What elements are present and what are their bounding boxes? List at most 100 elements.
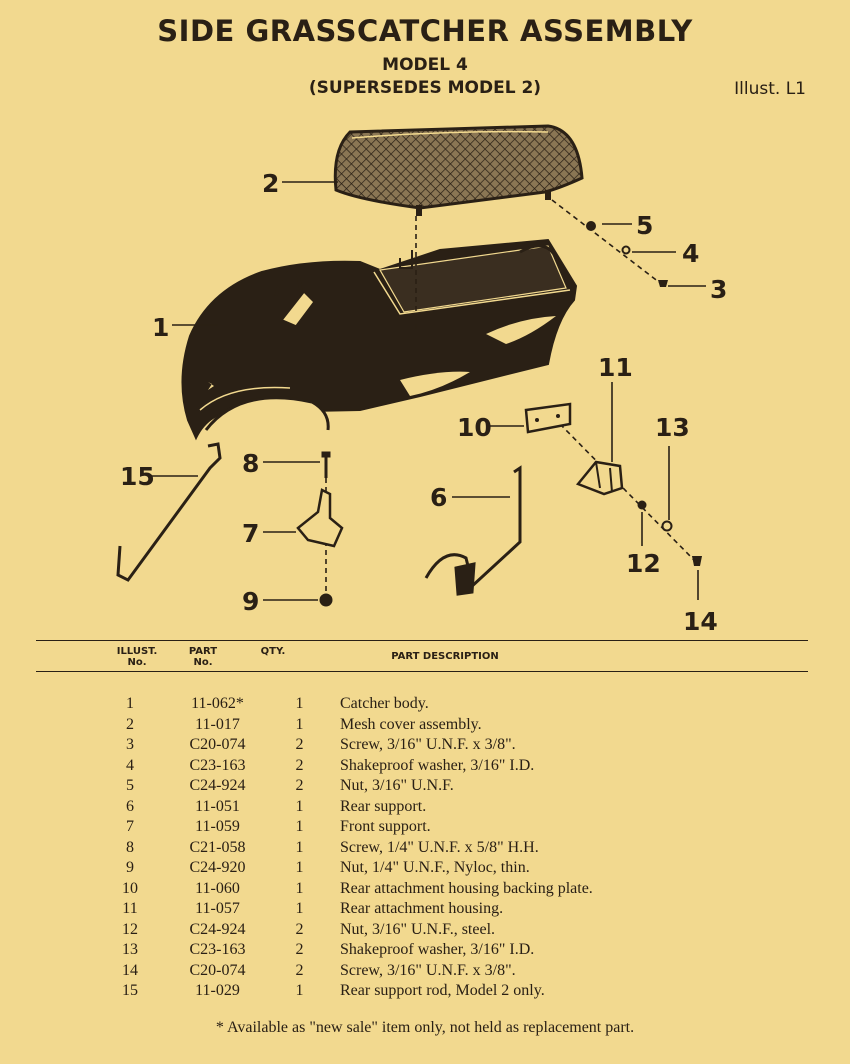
cell-part-no: 11-051 <box>195 797 240 815</box>
cell-illust-no: 4 <box>126 756 134 774</box>
cell-description: Front support. <box>340 818 431 835</box>
mesh-cover-drawing <box>333 124 584 216</box>
table-row: 12 C24-924 2 Nut, 3/16" U.N.F., steel. <box>100 920 593 941</box>
cell-description: Catcher body. <box>340 695 429 712</box>
table-row: 15 11-029 1 Rear support rod, Model 2 only. <box>100 981 593 1002</box>
header-qty: QTY. <box>260 646 286 657</box>
cell-qty: 1 <box>295 838 304 856</box>
cell-illust-no: 3 <box>126 736 134 753</box>
housing-fasteners-drawing <box>637 500 702 566</box>
cell-part-no: C21-058 <box>189 838 246 856</box>
cell-qty: 2 <box>295 756 304 774</box>
cell-qty: 1 <box>295 797 304 815</box>
cell-description: Shakeproof washer, 3/16" I.D. <box>340 941 535 958</box>
callout-15: 15 <box>120 462 155 491</box>
header-illust-no-line2: No. <box>127 657 147 668</box>
callout-leader-lines <box>150 181 706 601</box>
callout-14: 14 <box>683 607 718 636</box>
cell-qty: 1 <box>295 879 304 897</box>
rear-housing-drawing <box>575 460 624 496</box>
cell-description: Rear attachment housing backing plate. <box>340 879 593 897</box>
cell-illust-no: 14 <box>122 961 138 979</box>
cell-illust-no: 10 <box>122 879 138 897</box>
table-row: 8 C21-058 1 Screw, 1/4" U.N.F. x 5/8" H.H. <box>100 838 593 859</box>
header-part-no: PART No. <box>178 646 228 668</box>
cell-part-no: C20-074 <box>189 961 246 979</box>
table-row: 1 11-062* 1 Catcher body. <box>100 694 593 715</box>
cell-qty: 2 <box>295 941 304 958</box>
cell-description: Shakeproof washer, 3/16" I.D. <box>340 756 535 774</box>
table-row: 10 11-060 1 Rear attachment housing backing… <box>100 879 593 900</box>
cell-part-no: 11-017 <box>195 715 240 733</box>
model-subtitle: MODEL 4 <box>382 55 468 75</box>
cell-part-no: 11-062* <box>191 695 244 712</box>
cell-description: Nut, 3/16" U.N.F., steel. <box>340 920 496 938</box>
cell-description: Rear support. <box>340 797 427 815</box>
cell-part-no: 11-029 <box>195 982 240 999</box>
cell-description: Rear attachment housing. <box>340 900 504 917</box>
callout-13: 13 <box>655 413 690 442</box>
table-row: 2 11-017 1 Mesh cover assembly. <box>100 715 593 736</box>
callout-1: 1 <box>152 313 169 342</box>
backing-plate-drawing <box>524 402 572 434</box>
callout-numbers: 1 2 3 4 5 6 7 8 9 10 11 12 13 14 15 <box>120 169 727 636</box>
callout-7: 7 <box>242 519 259 548</box>
supersedes-subtitle: (SUPERSEDES MODEL 2) <box>308 78 542 98</box>
callout-4: 4 <box>682 239 699 268</box>
cell-qty: 1 <box>295 982 304 999</box>
table-row: 14 C20-074 2 Screw, 3/16" U.N.F. x 3/8". <box>100 961 593 982</box>
cell-qty: 1 <box>295 818 304 835</box>
cell-qty: 1 <box>295 859 304 876</box>
callout-5: 5 <box>636 211 653 240</box>
cell-part-no: C24-924 <box>189 920 246 938</box>
cell-illust-no: 13 <box>122 941 138 958</box>
cell-qty: 2 <box>295 961 304 979</box>
cell-qty: 1 <box>295 695 304 712</box>
illustration-reference: Illust. L1 <box>734 79 806 99</box>
header-part-no-line1: PART <box>188 646 218 657</box>
cell-illust-no: 12 <box>122 920 138 938</box>
cell-qty: 2 <box>295 920 304 938</box>
callout-8: 8 <box>242 449 259 478</box>
cell-part-no: 11-059 <box>195 818 240 835</box>
cell-illust-no: 8 <box>126 838 134 856</box>
cell-qty: 1 <box>295 715 304 733</box>
header-illust-no: ILLUST. No. <box>112 646 162 668</box>
callout-2: 2 <box>262 169 279 198</box>
cell-qty: 2 <box>295 736 304 753</box>
header-description: PART DESCRIPTION <box>391 651 499 662</box>
cell-description: Rear support rod, Model 2 only. <box>340 982 545 999</box>
header-illust-no-line1: ILLUST. <box>116 646 158 657</box>
cell-part-no: 11-060 <box>195 879 240 897</box>
callout-9: 9 <box>242 587 259 616</box>
cell-illust-no: 1 <box>126 695 134 712</box>
callout-12: 12 <box>626 549 661 578</box>
cell-illust-no: 6 <box>126 797 134 815</box>
cell-qty: 1 <box>295 900 304 917</box>
support-rod-drawing <box>116 442 222 582</box>
cell-description: Nut, 3/16" U.N.F. <box>340 777 454 794</box>
cell-description: Screw, 3/16" U.N.F. x 3/8". <box>340 961 516 979</box>
callout-10: 10 <box>457 413 492 442</box>
cell-description: Screw, 1/4" U.N.F. x 5/8" H.H. <box>340 838 539 856</box>
cell-part-no: C24-924 <box>189 777 246 794</box>
front-support-drawing <box>296 451 344 607</box>
cell-part-no: C20-074 <box>189 736 246 753</box>
cell-illust-no: 2 <box>126 715 134 733</box>
table-top-rule <box>36 640 808 641</box>
cell-description: Mesh cover assembly. <box>340 715 482 733</box>
callout-6: 6 <box>430 483 447 512</box>
cell-illust-no: 9 <box>126 859 134 876</box>
cell-part-no: 11-057 <box>195 900 240 917</box>
cell-illust-no: 15 <box>122 982 138 999</box>
cell-description: Nut, 1/4" U.N.F., Nyloc, thin. <box>340 859 530 876</box>
cell-qty: 2 <box>295 777 304 794</box>
cell-illust-no: 11 <box>122 900 138 917</box>
